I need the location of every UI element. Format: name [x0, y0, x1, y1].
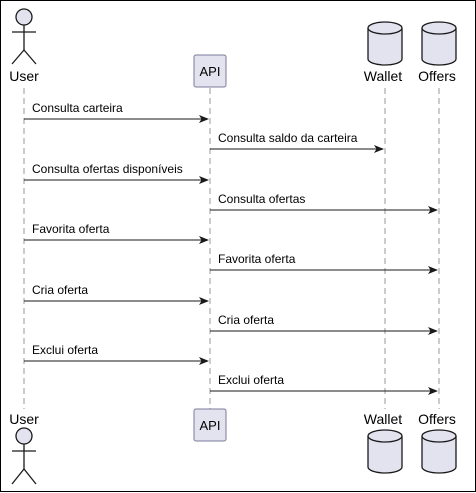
message: Exclui oferta — [24, 343, 209, 365]
participants-bottom: User API Wallet Offers — [9, 408, 457, 485]
database-offers-bottom: Offers — [418, 411, 457, 474]
participant-label-wallet: Wallet — [364, 411, 402, 427]
message: Cria oferta — [24, 283, 209, 305]
message: Cria oferta — [210, 313, 438, 335]
participant-box-api — [193, 408, 227, 442]
database-wallet-top: Wallet — [364, 21, 403, 84]
message-label: Consulta ofertas — [218, 192, 305, 206]
actor-icon — [11, 8, 37, 65]
message-label: Consulta saldo da carteira — [218, 131, 358, 145]
database-icon — [421, 429, 457, 474]
message-label: Favorita oferta — [218, 252, 296, 266]
database-icon — [421, 21, 457, 66]
message-label: Favorita oferta — [32, 222, 110, 236]
participant-label-user: User — [9, 68, 39, 84]
participant-api-top: API — [193, 54, 227, 88]
participant-api-bottom: API — [193, 408, 227, 442]
message-label: Consulta carteira — [32, 101, 123, 115]
message: Consulta ofertas disponíveis — [24, 162, 209, 184]
database-icon — [367, 429, 403, 474]
database-offers-top: Offers — [418, 21, 457, 84]
database-wallet-bottom: Wallet — [364, 411, 403, 474]
message-label: Cria oferta — [218, 313, 274, 327]
participant-label-wallet: Wallet — [364, 68, 402, 84]
message: Consulta saldo da carteira — [210, 131, 384, 153]
message-label: Consulta ofertas disponíveis — [32, 162, 183, 176]
actor-user-top: User — [9, 8, 39, 84]
participant-label-api: API — [200, 418, 221, 433]
message: Exclui oferta — [210, 373, 438, 395]
participant-box-api — [193, 54, 227, 88]
database-icon — [367, 21, 403, 66]
message: Favorita oferta — [210, 252, 438, 274]
participant-label-offers: Offers — [418, 411, 456, 427]
message: Consulta carteira — [24, 101, 209, 123]
message-label: Exclui oferta — [218, 373, 284, 387]
actor-user-bottom: User — [9, 411, 39, 485]
participant-label-api: API — [200, 64, 221, 79]
message: Favorita oferta — [24, 222, 209, 244]
message: Consulta ofertas — [210, 192, 438, 214]
participants-top: User API Wallet Offers — [9, 8, 457, 88]
lifelines — [23, 88, 440, 409]
message-label: Cria oferta — [32, 283, 88, 297]
actor-icon — [11, 427, 37, 485]
participant-label-user: User — [9, 411, 39, 427]
messages: Consulta carteira Consulta saldo da cart… — [24, 101, 438, 395]
participant-label-offers: Offers — [418, 68, 456, 84]
message-label: Exclui oferta — [32, 343, 98, 357]
